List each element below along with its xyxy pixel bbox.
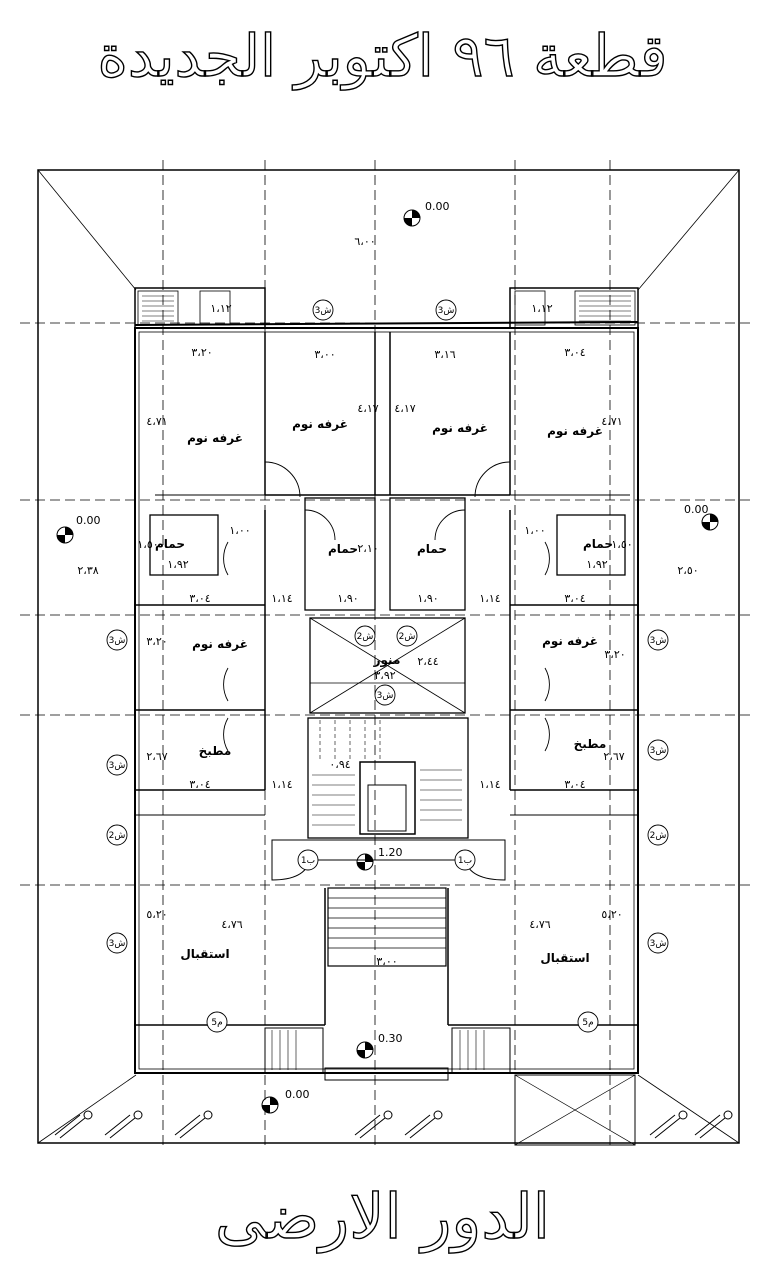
window-tag: ش3 <box>650 939 667 949</box>
dimension-label: ٤،١٧ <box>394 402 415 415</box>
room-label-bathroom: حمام <box>417 542 447 557</box>
door-tag: ب1 <box>301 856 315 866</box>
dimension-label: ١،٩٢ <box>586 558 607 571</box>
dimension-label: ٢،٣٨ <box>77 564 98 577</box>
room-label-bedroom: غرفه نوم <box>547 424 603 439</box>
drawing-title: قطعة ٩٦ اكتوبر الجديدة <box>97 21 668 90</box>
level-markers: 0.00 0.00 0.00 1.20 0.30 0.00 <box>56 200 719 1114</box>
dimension-label: ١،١٢ <box>210 302 231 315</box>
window-tag: ش3 <box>109 761 126 771</box>
dimension-label: ٤،٧١ <box>146 415 167 428</box>
room-label-bedroom: غرفه نوم <box>292 417 348 432</box>
room-label-reception: استقبال <box>540 951 589 965</box>
room-label-kitchen: مطبخ <box>199 744 232 758</box>
room-label-bedroom: غرفه نوم <box>187 431 243 446</box>
dimension-label: ٤،٧١ <box>601 415 622 428</box>
dimension-label: ٣،٠٠ <box>314 348 335 361</box>
dimension-label: ٢،٥٠ <box>677 564 698 577</box>
dimension-label: ١،١٢ <box>531 302 552 315</box>
floor-title: الدور الارضى <box>214 1179 551 1253</box>
dimension-label: ١،٩٠ <box>337 592 358 605</box>
dimension-label: ٣،٩٢ <box>374 669 395 682</box>
entrance-steps <box>327 887 447 967</box>
dimension-label: ٤،٧٦ <box>529 918 550 931</box>
window-tag: ش3 <box>650 746 667 756</box>
window-tag: ش3 <box>377 691 394 701</box>
room-label-bathroom: حمام <box>328 542 358 557</box>
dimension-label: ٢،٤٤ <box>417 655 438 668</box>
dimension-label: ١،١٤ <box>479 592 500 605</box>
dimension-label: ١،٠٠ <box>229 524 250 537</box>
room-label-bathroom: حمام <box>155 537 185 552</box>
dimension-label: ٣،٠٤ <box>564 346 585 359</box>
door-tag: م5 <box>582 1018 593 1028</box>
dimension-label: ٣،٠٠ <box>376 955 397 968</box>
room-label-lightwell: منور <box>373 653 401 668</box>
dimension-label: ٥،٢٠ <box>601 908 622 921</box>
window-tag: ش3 <box>650 636 667 646</box>
dimension-label: ٣،٢٠ <box>604 648 625 661</box>
window-tag: ش3 <box>109 636 126 646</box>
dimension-label: ١،١٤ <box>271 778 292 791</box>
dimension-label: ١،٥٠ <box>611 538 632 551</box>
level-label: 0.00 <box>425 200 450 213</box>
dimension-label: ٣،٠٤ <box>189 778 210 791</box>
room-label-kitchen: مطبخ <box>574 737 607 751</box>
window-tag: ش3 <box>109 939 126 949</box>
room-label-bathroom: حمام <box>583 537 613 552</box>
window-tag: ش3 <box>315 306 332 316</box>
window-tag: ش2 <box>650 831 667 841</box>
room-label-bedroom: غرفه نوم <box>432 421 488 436</box>
dimension-label: ٣،٠٤ <box>189 592 210 605</box>
window-tag: ش2 <box>399 632 416 642</box>
level-label: 0.00 <box>684 503 709 516</box>
dimension-label: ٣،٢٠ <box>191 346 212 359</box>
room-label-reception: استقبال <box>180 947 229 961</box>
dimension-label: ١،١٤ <box>271 592 292 605</box>
dimension-label: ١،٩٢ <box>167 558 188 571</box>
dimension-label: ٢،١٠ <box>357 542 378 555</box>
stair-core <box>307 717 469 839</box>
room-label-bedroom: غرفه نوم <box>542 634 598 649</box>
dimension-label: ٥،٢٠ <box>146 908 167 921</box>
dimension-label: ٠،٩٤ <box>329 758 350 771</box>
level-label: 0.00 <box>285 1088 310 1101</box>
dimension-label: ٦،٠٠ <box>354 235 375 248</box>
level-label: 1.20 <box>378 846 403 859</box>
door-tag: ب1 <box>458 856 472 866</box>
dimension-label: ١،٥٠ <box>137 538 158 551</box>
dimension-label: ١،٠٠ <box>524 524 545 537</box>
door-tag: م5 <box>211 1018 222 1028</box>
dimension-label: ٤،١٧ <box>357 402 378 415</box>
light-well <box>309 617 466 714</box>
dimension-label: ٣،١٦ <box>434 348 455 361</box>
plot-boundary <box>37 169 740 1144</box>
level-label: 0.30 <box>378 1032 403 1045</box>
window-tag: ش3 <box>438 306 455 316</box>
dimension-label: ٣،٠٤ <box>564 592 585 605</box>
dimension-label: ١،١٤ <box>479 778 500 791</box>
building-outline <box>134 327 639 1074</box>
room-label-bedroom: غرفه نوم <box>192 637 248 652</box>
dimension-label: ١،٩٠ <box>417 592 438 605</box>
dimension-label: ٣،٢٠ <box>146 635 167 648</box>
dimension-label: ٣،٠٤ <box>564 778 585 791</box>
dimension-label: ٢،٦٧ <box>146 750 167 763</box>
dimension-label: ٢،٦٧ <box>603 750 624 763</box>
window-tag: ش2 <box>109 831 126 841</box>
dimension-label: ٤،٧٦ <box>221 918 242 931</box>
window-tag: ش2 <box>357 632 374 642</box>
level-label: 0.00 <box>76 514 101 527</box>
